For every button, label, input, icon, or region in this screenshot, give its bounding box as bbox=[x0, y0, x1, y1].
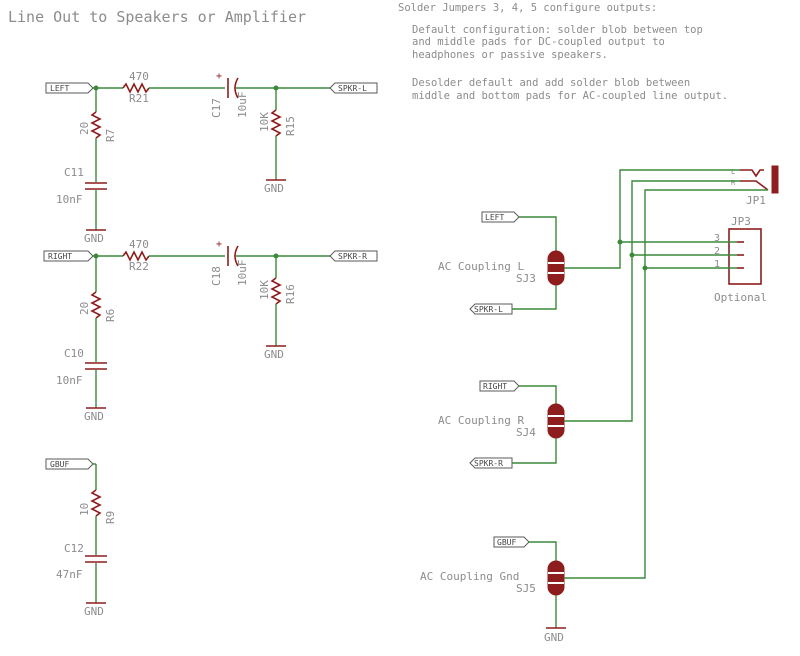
r9-name: R9 bbox=[104, 511, 117, 524]
jp3-name: JP3 bbox=[731, 215, 751, 228]
c18-name: C18 bbox=[210, 266, 223, 286]
sj4-name: SJ4 bbox=[516, 426, 536, 439]
gbuf-circuit: GBUF 10 R9 C12 47nF GND bbox=[45, 458, 117, 618]
r21-value: 470 bbox=[129, 70, 149, 83]
r22-value: 470 bbox=[129, 238, 149, 251]
left-channel-circuit: LEFT 470 R21 + C17 10uF SPKR-L 10K R15 G… bbox=[45, 70, 378, 245]
c10-name: C10 bbox=[64, 347, 84, 360]
r16-value: 10K bbox=[258, 280, 271, 300]
c17-value: 10uF bbox=[236, 92, 249, 119]
note-line-2: and middle pads for DC-coupled output to bbox=[412, 36, 665, 48]
r15-value: 10K bbox=[258, 112, 271, 132]
net-label-right bbox=[43, 250, 94, 262]
r9-value: 10 bbox=[78, 503, 91, 516]
solder-jumper-sj5: GBUF AC Coupling Gnd SJ5 GND bbox=[420, 536, 566, 644]
c12-name: C12 bbox=[64, 542, 84, 555]
net-label-spkr-r bbox=[329, 250, 378, 262]
c11-name: C11 bbox=[64, 166, 84, 179]
resistor-r7 bbox=[90, 111, 102, 139]
sj5-name: SJ5 bbox=[516, 582, 536, 595]
svg-text:L: L bbox=[731, 168, 735, 176]
svg-text:+: + bbox=[216, 71, 222, 82]
schematic-title: Line Out to Speakers or Amplifier bbox=[8, 8, 306, 26]
r16-name: R16 bbox=[284, 284, 297, 304]
svg-text:2: 2 bbox=[714, 246, 720, 257]
net-label-gbuf-sj5 bbox=[493, 536, 530, 548]
r22-name: R22 bbox=[129, 260, 149, 273]
note-line-5: middle and bottom pads for AC-coupled li… bbox=[412, 90, 728, 102]
output-routing bbox=[564, 169, 768, 579]
resistor-r21 bbox=[122, 82, 150, 94]
net-label-left-sj3 bbox=[481, 211, 520, 223]
net-label-left bbox=[45, 82, 94, 94]
capacitor-c17: + bbox=[216, 71, 239, 99]
net-label-spkr-l bbox=[329, 82, 378, 94]
svg-text:R: R bbox=[731, 179, 736, 187]
r6-value: 20 bbox=[78, 302, 91, 315]
solder-jumper-sj3: LEFT AC Coupling L SJ3 SPKR-L bbox=[438, 211, 565, 315]
gnd-label: GND bbox=[84, 232, 104, 245]
gnd-label: GND bbox=[544, 631, 564, 644]
c10-value: 10nF bbox=[56, 374, 83, 387]
sj5-value: AC Coupling Gnd bbox=[420, 570, 519, 583]
r6-name: R6 bbox=[104, 309, 117, 322]
note-line-1: Default configuration: solder blob betwe… bbox=[412, 24, 703, 36]
r21-name: R21 bbox=[129, 92, 149, 105]
svg-text:LEFT: LEFT bbox=[50, 84, 69, 93]
svg-text:+: + bbox=[216, 239, 222, 250]
svg-text:RIGHT: RIGHT bbox=[48, 252, 72, 261]
resistor-r22 bbox=[122, 250, 150, 262]
resistor-r16 bbox=[270, 277, 282, 305]
svg-text:3: 3 bbox=[714, 233, 720, 244]
resistor-r15 bbox=[270, 109, 282, 137]
svg-text:RIGHT: RIGHT bbox=[483, 382, 507, 391]
solder-jumper-sj4: RIGHT AC Coupling R SJ4 SPKR-R bbox=[438, 380, 565, 469]
r7-name: R7 bbox=[104, 129, 117, 142]
svg-text:LEFT: LEFT bbox=[485, 213, 504, 222]
c18-value: 10uF bbox=[236, 260, 249, 287]
c17-name: C17 bbox=[210, 98, 223, 118]
c12-value: 47nF bbox=[56, 568, 83, 581]
svg-text:SPKR-R: SPKR-R bbox=[338, 252, 367, 261]
capacitor-c18: + bbox=[216, 239, 239, 267]
jp1-name: JP1 bbox=[746, 194, 766, 207]
gnd-label: GND bbox=[84, 605, 104, 618]
right-channel-circuit: RIGHT 470 R22 + C18 10uF SPKR-R 10K R16 … bbox=[43, 238, 378, 423]
c11-value: 10nF bbox=[56, 193, 83, 206]
resistor-r6 bbox=[90, 291, 102, 319]
net-label-gbuf bbox=[45, 458, 94, 470]
sj3-name: SJ3 bbox=[516, 272, 536, 285]
svg-text:SPKR-R: SPKR-R bbox=[474, 459, 503, 468]
svg-text:GBUF: GBUF bbox=[497, 538, 516, 547]
connector-jp3: JP3 3 2 1 Optional bbox=[714, 215, 767, 304]
svg-text:SPKR-L: SPKR-L bbox=[338, 84, 367, 93]
net-label-right-sj4 bbox=[479, 380, 520, 392]
gnd-label: GND bbox=[264, 348, 284, 361]
r7-value: 20 bbox=[78, 122, 91, 135]
gnd-label: GND bbox=[84, 410, 104, 423]
svg-text:1: 1 bbox=[714, 259, 720, 270]
connector-jp1: L R JP1 bbox=[731, 165, 779, 207]
svg-text:SPKR-L: SPKR-L bbox=[474, 305, 503, 314]
jp3-value: Optional bbox=[714, 291, 767, 304]
sj3-value: AC Coupling L bbox=[438, 260, 524, 273]
gnd-label: GND bbox=[264, 182, 284, 195]
svg-text:GBUF: GBUF bbox=[50, 460, 69, 469]
note-line-4: Desolder default and add solder blob bet… bbox=[412, 77, 690, 89]
sj4-value: AC Coupling R bbox=[438, 414, 524, 427]
note-heading: Solder Jumpers 3, 4, 5 configure outputs… bbox=[398, 2, 657, 14]
note-line-3: headphones or passive speakers. bbox=[412, 49, 608, 61]
r15-name: R15 bbox=[284, 116, 297, 136]
resistor-r9 bbox=[90, 489, 102, 517]
